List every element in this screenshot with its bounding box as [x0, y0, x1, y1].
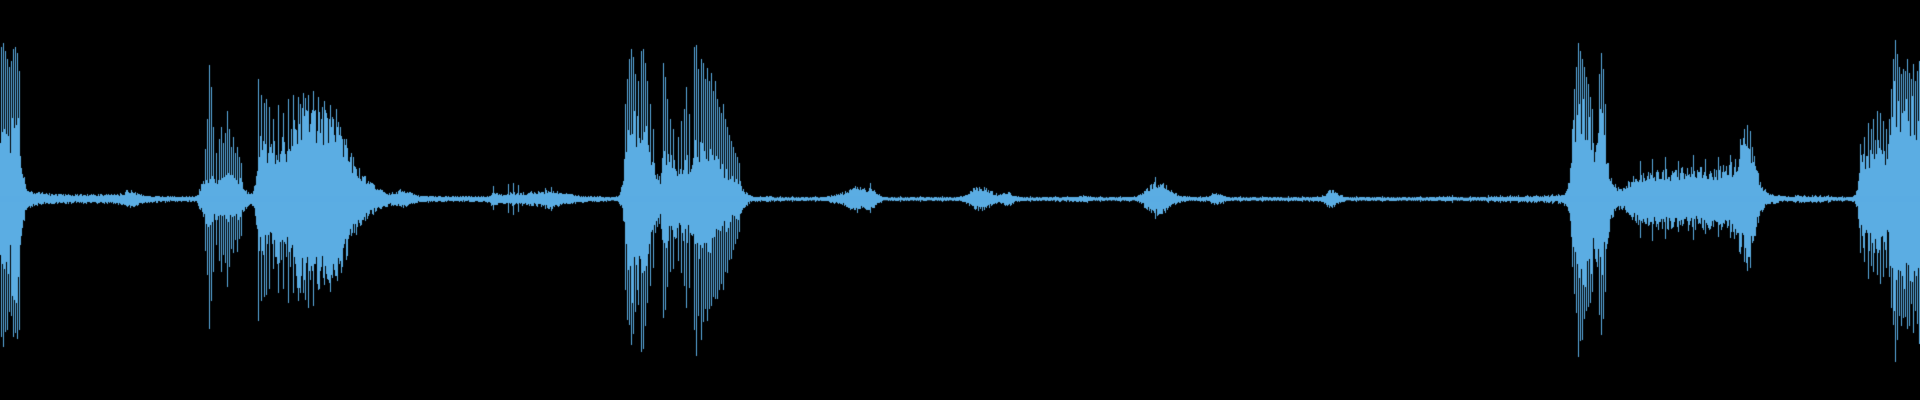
waveform-display [0, 0, 1920, 400]
audio-waveform-canvas [0, 0, 1920, 400]
